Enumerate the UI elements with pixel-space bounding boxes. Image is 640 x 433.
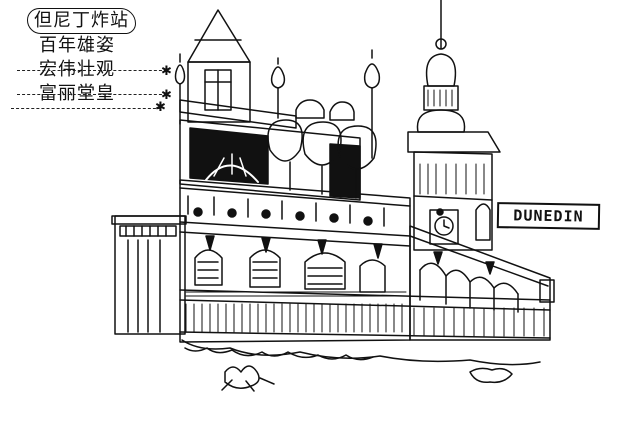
- caption-block: 但尼丁炸站 百年雄姿 宏伟壮观 ✱ 富丽堂皇 ✱ ✱: [11, 8, 172, 116]
- main-facade: [179, 179, 551, 343]
- pinnacles: [174, 49, 381, 159]
- caption-line-3: 宏伟壮观 ✱: [17, 58, 172, 82]
- station-name-sign: DUNEDIN: [496, 202, 601, 230]
- caption-line-3-text: 宏伟壮观: [39, 59, 115, 80]
- caption-line-4-text: 富丽堂皇: [39, 83, 115, 104]
- clock-icon: [429, 208, 459, 245]
- left-wing: [111, 215, 187, 335]
- star-icon: ✱: [161, 64, 173, 79]
- dashed-rule: [17, 70, 167, 71]
- caption-line-4: 富丽堂皇 ✱: [17, 82, 172, 106]
- dashed-rule: [11, 108, 161, 109]
- ground-scribble: [181, 339, 541, 392]
- clock-tower: [407, 0, 501, 251]
- star-icon: ✱: [155, 100, 166, 115]
- onion-domes: [267, 99, 377, 199]
- decorative-spikes: [205, 235, 495, 275]
- arched-windows: [194, 249, 386, 293]
- central-tower: [179, 9, 361, 201]
- right-wing: [409, 225, 555, 341]
- caption-trailer: ✱: [11, 100, 168, 116]
- dashed-rule: [17, 94, 167, 95]
- arcade-hatching: [185, 303, 403, 333]
- caption-title: 但尼丁炸站: [27, 8, 136, 34]
- caption-line-2: 百年雄姿: [39, 35, 115, 56]
- rosette-row: [193, 207, 373, 226]
- star-icon: ✱: [161, 88, 173, 103]
